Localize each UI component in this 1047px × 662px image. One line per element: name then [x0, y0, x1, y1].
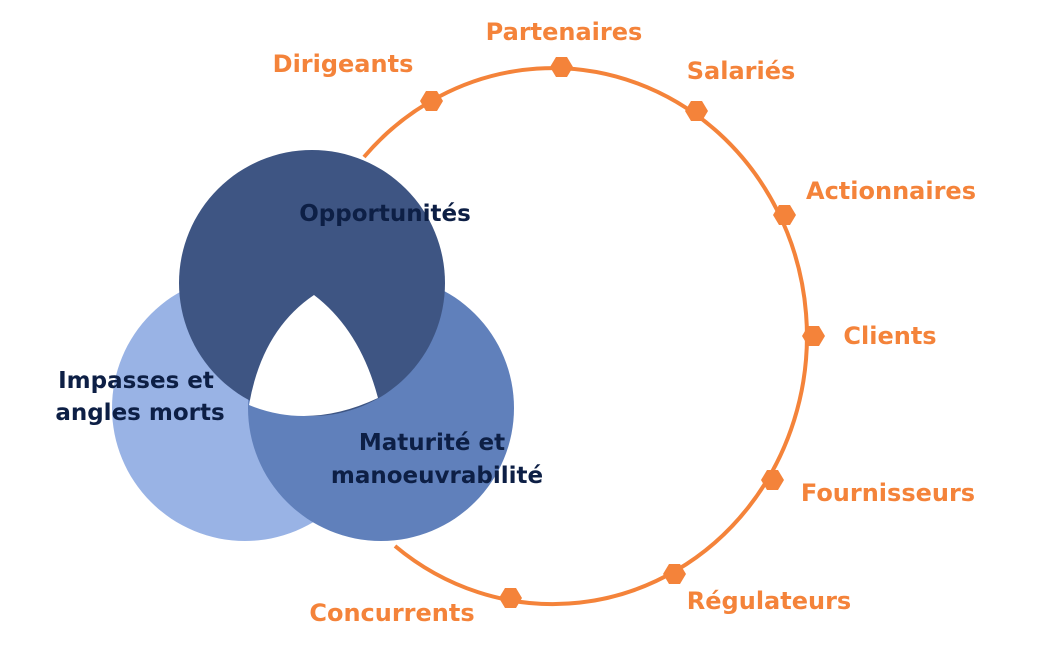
label-dirigeants: Dirigeants [273, 50, 414, 78]
label-partenaires: Partenaires [486, 18, 643, 46]
label-actionnaires: Actionnaires [806, 177, 976, 205]
node-actionnaires [773, 205, 796, 225]
node-regulateurs [663, 564, 686, 584]
circle-right-label-line1: Maturité et [359, 430, 505, 456]
circle-right-label-line2: manoeuvrabilité [331, 463, 543, 489]
label-regulateurs: Régulateurs [687, 587, 851, 615]
node-partenaires [550, 57, 573, 77]
circle-top [179, 150, 445, 416]
circle-left-label-line1: Impasses et [58, 368, 214, 394]
node-salaries [685, 101, 708, 121]
circle-left-label-line2: angles morts [55, 400, 224, 426]
label-clients: Clients [843, 322, 936, 350]
node-clients [802, 326, 825, 346]
stakeholder-ring [362, 66, 809, 607]
circle-top-label: Opportunités [299, 201, 471, 227]
node-concurrents [499, 588, 522, 608]
label-salaries: Salariés [687, 57, 796, 85]
center-triangle [249, 295, 378, 416]
node-fournisseurs [761, 470, 784, 490]
node-dirigeants [420, 91, 443, 111]
label-fournisseurs: Fournisseurs [801, 479, 975, 507]
label-concurrents: Concurrents [309, 599, 474, 627]
ring-nodes [420, 57, 825, 608]
